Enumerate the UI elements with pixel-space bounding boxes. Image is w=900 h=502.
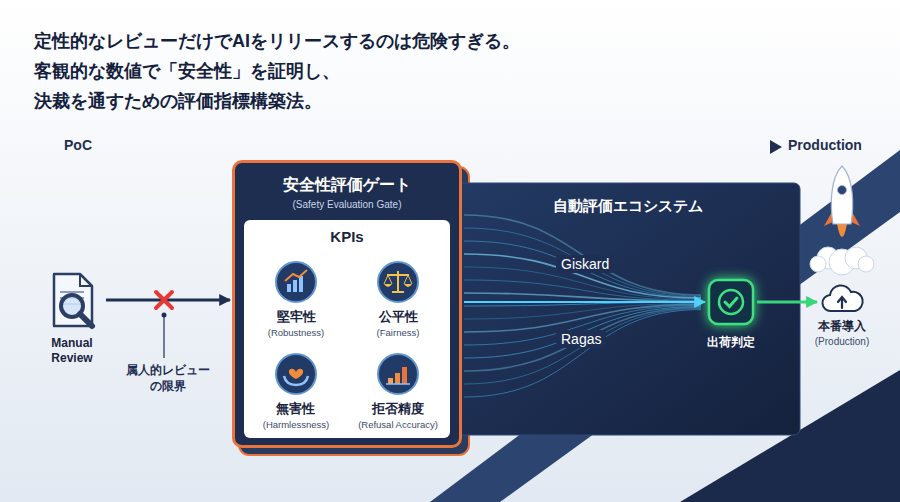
kpi-circle: [378, 354, 418, 394]
tool-label: Giskard: [556, 255, 614, 273]
document-page: [54, 274, 92, 326]
check-square: [709, 280, 753, 324]
node-label: 自動評価エコシステム: [455, 183, 800, 216]
heart: [289, 369, 303, 379]
node-label: 出荷判定: [707, 334, 755, 351]
upload-arrow: [838, 297, 846, 308]
node-label: Manual Review: [30, 336, 114, 366]
kpi-item: 公平性(Fairness): [373, 260, 423, 338]
node-sublabel: (Harmlessness): [263, 419, 330, 430]
check-icon: [707, 278, 755, 326]
robust-icon: [274, 260, 318, 304]
kpi-item: 拒否精度(Refusal Accuracy): [358, 352, 438, 430]
stream-line: [464, 310, 701, 397]
text-line: [60, 291, 84, 293]
node-sublabel: (Safety Evaluation Gate): [235, 199, 459, 210]
kpi-circle: [276, 262, 316, 302]
refuse-icon: [376, 352, 420, 396]
node-label: 安全性評価ゲート: [235, 175, 459, 196]
check-ring: [719, 290, 743, 314]
flame: [837, 224, 847, 237]
magnifier-handle: [80, 314, 92, 326]
ecosystem-panel-fill: [455, 183, 800, 435]
bar: [395, 373, 400, 384]
callout-note: 属人的レビューの限界: [122, 362, 214, 394]
stream-line: [464, 306, 701, 358]
node-label: KPIs: [244, 220, 450, 245]
bar: [293, 280, 297, 292]
trend-line: [285, 270, 307, 281]
page-fold: [80, 274, 92, 286]
smoke: [810, 256, 826, 272]
kpi-circle: [276, 354, 316, 394]
stream-line: [464, 293, 701, 301]
bar: [299, 276, 303, 292]
rocket: [810, 166, 874, 275]
harm-icon: [274, 352, 318, 396]
cloud: [822, 285, 862, 311]
diagonal-band: [430, 150, 900, 502]
scale-pans: [384, 284, 412, 287]
axis: [386, 383, 410, 385]
safety-gate: 安全性評価ゲート(Safety Evaluation Gate)KPIs堅牢性(…: [232, 160, 462, 448]
kpi-panel: KPIs 堅牢性(Robustness) 公平性(Fairness) 無害性(Harm…: [244, 220, 450, 438]
scale-strings: [384, 275, 412, 284]
stream-line: [464, 254, 701, 298]
stream-line: [464, 308, 701, 371]
flow-arrow: [757, 301, 817, 304]
bar: [388, 378, 393, 384]
doc-icon: [40, 268, 104, 332]
phase-arrowhead: [770, 140, 782, 154]
scale-beam: [387, 274, 409, 276]
tool-label: Ragas: [556, 330, 606, 348]
kpi-item: 無害性(Harmlessness): [263, 352, 330, 430]
fair-icon: [376, 260, 420, 304]
node-label: 堅牢性: [277, 308, 316, 326]
bar: [402, 367, 407, 384]
stream-line: [464, 228, 701, 296]
node-label: 拒否精度: [372, 400, 424, 418]
data-streams: [464, 215, 701, 397]
node-label: 公平性: [379, 308, 418, 326]
bar: [287, 284, 291, 292]
smoke: [858, 256, 874, 272]
production-node: 本番導入(Production): [815, 280, 869, 347]
node-label: 本番導入: [818, 318, 866, 335]
kpi-circle: [378, 262, 418, 302]
blocked-mark: [156, 292, 172, 308]
scale-base: [392, 291, 404, 293]
phase-label: PoC: [64, 137, 92, 153]
node-sublabel: (Fairness): [377, 327, 420, 338]
phase-label: Production: [788, 137, 862, 153]
flow-arrow: [106, 299, 230, 302]
rocket-body: [831, 166, 852, 224]
leader-line: [163, 315, 164, 358]
cloud-icon: [819, 280, 865, 314]
manual-review: Manual Review: [30, 268, 114, 366]
node-sublabel: (Robustness): [268, 327, 325, 338]
kpi-item: 堅牢性(Robustness): [268, 260, 325, 338]
page-title: 定性的なレビューだけでAIをリリースするのは危険すぎる。 客観的な数値で「安全性…: [34, 26, 594, 116]
rocket-window: [838, 186, 847, 195]
node-sublabel: (Production): [815, 336, 869, 347]
flow-arrow: [464, 301, 705, 303]
check-mark: [725, 298, 737, 307]
stream-line: [464, 309, 701, 384]
node-label: 無害性: [276, 400, 315, 418]
stream-line: [464, 241, 701, 297]
ship-check: 出荷判定: [706, 278, 756, 351]
node-sublabel: (Refusal Accuracy): [358, 419, 438, 430]
hands: [284, 376, 308, 385]
ecosystem-panel: 自動評価エコシステム出荷判定: [455, 183, 800, 435]
phase-arrow: [100, 146, 770, 149]
